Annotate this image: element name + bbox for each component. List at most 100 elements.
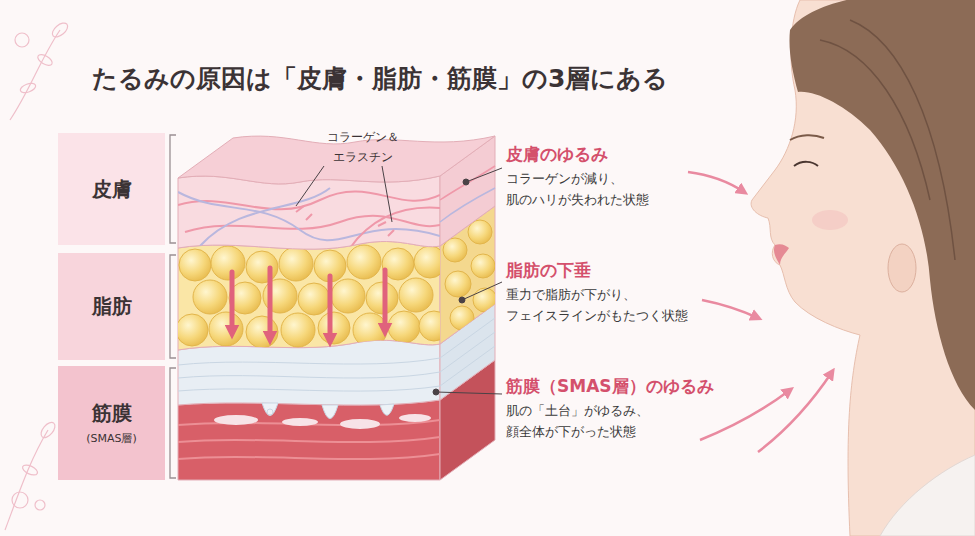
layer-name: 筋膜 [92, 400, 132, 427]
leader-line [433, 389, 439, 395]
muscle-stripe [214, 415, 258, 425]
sagging-arrow [232, 268, 385, 340]
fat-cell [366, 282, 398, 314]
cheek [812, 210, 848, 230]
garment [880, 455, 975, 536]
fat-cell-side [471, 254, 495, 278]
muscle-stripe [178, 414, 440, 459]
fascia-fiber [178, 386, 440, 391]
sagging-arrow [268, 268, 273, 338]
fascia-drip [267, 409, 273, 415]
flower-decoration [21, 463, 39, 477]
flower-decoration [35, 500, 45, 510]
leader-line [459, 297, 465, 303]
skin-cross-section [176, 136, 497, 480]
layer-bracket [170, 135, 176, 478]
leader-line [382, 166, 392, 222]
fat-cell [209, 312, 243, 346]
muscle-stripe [178, 454, 440, 459]
fascia-drip [380, 404, 394, 415]
fat-cell-side [473, 288, 497, 312]
fascia-fiber [178, 372, 440, 378]
lift-arrow [758, 372, 832, 452]
lips [774, 244, 789, 265]
collagen-fiber [200, 188, 330, 246]
flower-decoration [5, 430, 48, 530]
hair [789, 0, 975, 410]
layer-label-box: 脂肪 [58, 253, 165, 360]
fat-cell [176, 245, 449, 348]
muscle-stripe [178, 437, 440, 442]
layer-label-box: 筋膜 (SMAS層) [58, 366, 165, 480]
lift-arrow [700, 390, 790, 440]
lift-arrow [688, 172, 744, 192]
fat-cell [414, 246, 446, 278]
fat-cell [388, 311, 420, 343]
fascia-drip [262, 403, 394, 419]
lift-arrow [702, 300, 758, 318]
fascia-layer [178, 340, 440, 405]
fat-cell [318, 312, 350, 344]
fat-cell [246, 251, 278, 283]
diagram-title: たるみの原因は「皮膚・脂肪・筋膜」の3層にある [92, 62, 668, 95]
fat-layer [178, 241, 440, 350]
lift-arrow [688, 172, 832, 452]
flower-decoration [36, 53, 54, 68]
collagen-fiber-side [440, 166, 495, 200]
layer-bracket [170, 255, 176, 358]
callout-text: コラーゲンが減り、 肌のハリが失われた状態 [506, 168, 736, 211]
collagen-fiber [178, 191, 440, 209]
collagen-fiber [296, 206, 394, 236]
fat-cell [246, 316, 278, 348]
muscle-stripe [399, 414, 431, 422]
muscle-layer [178, 400, 440, 480]
fiber-label: コラーゲン＆ エラスチン [318, 128, 408, 168]
fat-cell [279, 247, 313, 281]
fat-cell-side [450, 306, 474, 330]
fascia-fiber [440, 346, 495, 386]
callout-heading: 筋膜（SMAS層）のゆるみ [506, 372, 736, 400]
sagging-arrow [328, 276, 333, 340]
flower-decoration [12, 492, 28, 508]
collagen-fiber-side [440, 188, 495, 222]
eyebrow [790, 135, 824, 140]
leader-line [436, 392, 502, 394]
leader-line [466, 168, 502, 182]
sagging-arrow [230, 272, 235, 332]
callout-heading: 皮膚のゆるみ [506, 140, 736, 168]
fat-cell [399, 278, 433, 312]
fascia-drip [262, 403, 278, 416]
flower-decoration [19, 82, 37, 95]
flower-decoration [15, 33, 29, 47]
muscle-stripe [282, 418, 318, 426]
fat-cell [176, 314, 208, 346]
leader-line [462, 282, 502, 300]
layer-name: 皮膚 [92, 176, 132, 203]
fat-cell [193, 280, 227, 314]
layer-subname: (SMAS層) [86, 431, 137, 446]
layer-name: 脂肪 [92, 293, 132, 320]
fat-cell [353, 313, 387, 347]
fat-cell [211, 246, 245, 280]
callout-heading: 脂肪の下垂 [506, 256, 736, 284]
fat-cell [298, 283, 330, 315]
fat-cell [419, 311, 449, 341]
sagging-arrow [383, 270, 388, 330]
face-illustration [751, 0, 975, 536]
fat-cell-side [445, 271, 471, 297]
flower-decoration [38, 420, 57, 440]
collagen-fiber [350, 208, 440, 248]
layer-label-box: 皮膚 [58, 133, 165, 245]
fat-cell [347, 245, 381, 279]
fat-cell [331, 279, 365, 313]
muscle-stripe [340, 419, 380, 429]
layer-bracket [170, 135, 176, 243]
eye [794, 162, 818, 166]
flower-decoration [50, 20, 70, 39]
leader-line [296, 166, 324, 206]
leader-line [296, 166, 502, 395]
callout-text: 重力で脂肪が下がり、 フェイスラインがもたつく状態 [506, 284, 736, 327]
fat-cell [179, 249, 211, 281]
leader-line [463, 179, 469, 185]
